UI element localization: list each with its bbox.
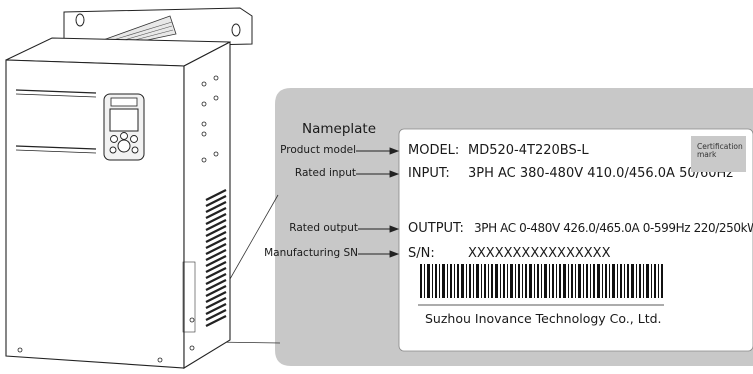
callout-arrows (356, 147, 400, 258)
side-vents (205, 189, 227, 327)
sn-value: XXXXXXXXXXXXXXXX (468, 246, 611, 261)
output-label: OUTPUT: (408, 221, 464, 236)
manufacturer-name: Suzhou Inovance Technology Co., Ltd. (425, 311, 662, 326)
callout-rated-output: Rated output (289, 222, 358, 234)
output-value: 3PH AC 0-480V 426.0/465.0A 0-599Hz 220/2… (474, 221, 753, 235)
keypad-knob (117, 139, 131, 153)
callout-product-model: Product model (280, 144, 356, 156)
drive-front-face (5, 59, 185, 369)
input-label: INPUT: (408, 166, 450, 181)
mount-hole-right (231, 23, 241, 37)
input-value: 3PH AC 380-480V 410.0/456.0A 50/60Hz (468, 166, 734, 181)
barcode (420, 264, 663, 298)
front-label-area (182, 261, 196, 333)
nameplate-card (398, 128, 753, 352)
callout-manufacturing-sn: Manufacturing SN (264, 247, 358, 259)
sn-label: S/N: (408, 246, 435, 261)
mount-hole-left (75, 13, 85, 27)
nameplate-title: Nameplate (302, 121, 377, 137)
model-value: MD520-4T220BS-L (468, 143, 589, 158)
callout-rated-input: Rated input (294, 167, 356, 179)
front-groove-lower (15, 145, 97, 150)
side-screws (189, 75, 219, 351)
model-label: MODEL: (408, 143, 460, 158)
keypad-display (109, 108, 139, 132)
front-groove-upper (15, 89, 97, 94)
certification-mark: Certification mark (691, 136, 746, 172)
